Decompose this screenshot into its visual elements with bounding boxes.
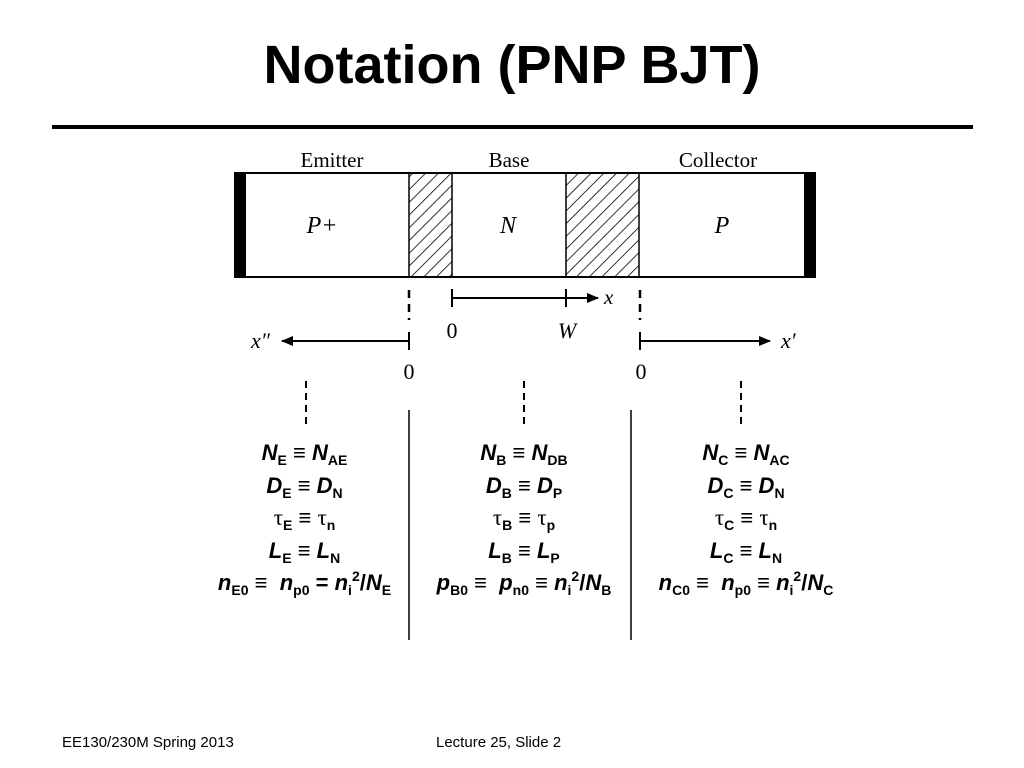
collector-diffusion-length-row: LC ≡ LN xyxy=(709,537,783,566)
collector-axis-origin-label: 0 xyxy=(636,359,647,384)
base-header: Base xyxy=(489,148,530,172)
base-notation: NB ≡ NDB DB ≡ DP τB ≡ τp LB ≡ LP pB0 ≡ p… xyxy=(418,437,630,600)
base-diffusion-length-row: LB ≡ LP xyxy=(488,537,560,566)
collector-doping-row: NC ≡ NAC xyxy=(702,440,790,468)
base-equilibrium-carrier-row: pB0 ≡ pn0 ≡ ni2/NB xyxy=(436,568,612,598)
emitter-equilibrium-carrier-row: nE0 ≡ np0 = ni2/NE xyxy=(217,568,392,598)
base-axis-origin-label: 0 xyxy=(447,318,458,343)
base-axis-x-label: x xyxy=(603,285,614,309)
collector-diffusivity-row: DC ≡ DN xyxy=(707,472,785,501)
emitter-lifetime-row: τE ≡ τn xyxy=(273,505,336,533)
collector-equilibrium-carrier-row: nC0 ≡ np0 ≡ ni2/NC xyxy=(658,568,834,598)
emitter-axis-origin-label: 0 xyxy=(404,359,415,384)
emitter-axis-label: x″ xyxy=(250,328,271,353)
emitter-type-label: P+ xyxy=(306,213,338,239)
footer-slide-number: Lecture 25, Slide 2 xyxy=(436,734,562,751)
emitter-contact xyxy=(234,172,246,278)
collector-axis-label: x′ xyxy=(780,328,797,353)
device-body xyxy=(235,172,815,278)
emitter-diffusion-length-row: LE ≡ LN xyxy=(268,537,341,566)
base-diffusivity-row: DB ≡ DP xyxy=(485,472,563,501)
emitter-diffusivity-row: DE ≡ DN xyxy=(266,472,343,501)
emitter-doping-row: NE ≡ NAE xyxy=(261,440,348,468)
footer-course: EE130/230M Spring 2013 xyxy=(62,734,234,751)
collector-type-label: P xyxy=(714,213,730,239)
emitter-base-depletion-region xyxy=(408,172,453,278)
emitter-header: Emitter xyxy=(301,148,364,172)
pnp-bjt-diagram: Emitter Base Collector P+ N P x 0 W x″ 0… xyxy=(234,148,816,640)
emitter-notation: NE ≡ NAE DE ≡ DN τE ≡ τn LE ≡ LN nE0 ≡ n… xyxy=(197,437,412,600)
collector-header: Collector xyxy=(679,148,757,172)
base-doping-row: NB ≡ NDB xyxy=(480,440,568,468)
title-divider xyxy=(52,125,973,129)
collector-notation: NC ≡ NAC DC ≡ DN τC ≡ τn LC ≡ LN nC0 ≡ n… xyxy=(640,437,852,600)
collector-contact xyxy=(804,172,816,278)
base-axis-w-label: W xyxy=(558,318,578,343)
slide-title: Notation (PNP BJT) xyxy=(263,35,761,95)
base-collector-depletion-region xyxy=(565,172,640,278)
base-lifetime-row: τB ≡ τp xyxy=(492,505,556,533)
emitter-type-text: P+ xyxy=(306,213,338,239)
base-type-label: N xyxy=(499,213,518,239)
collector-lifetime-row: τC ≡ τn xyxy=(714,505,778,533)
